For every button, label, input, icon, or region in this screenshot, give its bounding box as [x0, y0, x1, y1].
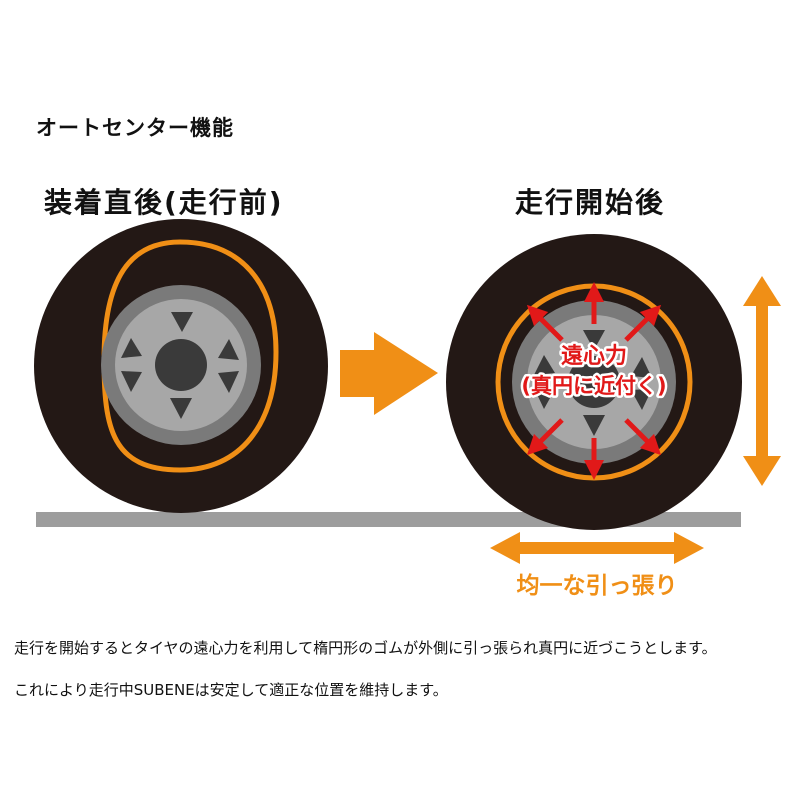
horizontal-double-arrow [490, 532, 704, 564]
transition-arrow [340, 332, 438, 415]
centrifugal-arrows [526, 282, 662, 480]
vertical-double-arrow [743, 276, 781, 486]
hub-after [568, 356, 620, 408]
force-label-line2: (真円に近付く) [521, 374, 666, 398]
tension-label: 均一な引っ張り [517, 572, 678, 599]
force-arrow-up-left [526, 304, 564, 342]
hub-before [155, 339, 207, 391]
tire-before [34, 219, 328, 513]
force-arrow-down-left [526, 418, 564, 456]
diagram-title: オートセンター機能 [36, 116, 234, 140]
description-line-2: これにより走行中SUBENEは安定して適正な位置を維持します。 [14, 681, 448, 699]
lug-windows-after [534, 330, 652, 436]
tire-after [446, 234, 742, 530]
force-label-line1: 遠心力 [561, 343, 627, 369]
lug-windows-before [121, 312, 239, 419]
before-label: 装着直後(走行前) [44, 186, 284, 219]
after-label: 走行開始後 [515, 186, 666, 219]
force-arrow-up-right [624, 304, 662, 342]
force-arrow-down-right [624, 418, 662, 456]
description-line-1: 走行を開始するとタイヤの遠心力を利用して楕円形のゴムが外側に引っ張られ真円に近づ… [14, 639, 717, 657]
